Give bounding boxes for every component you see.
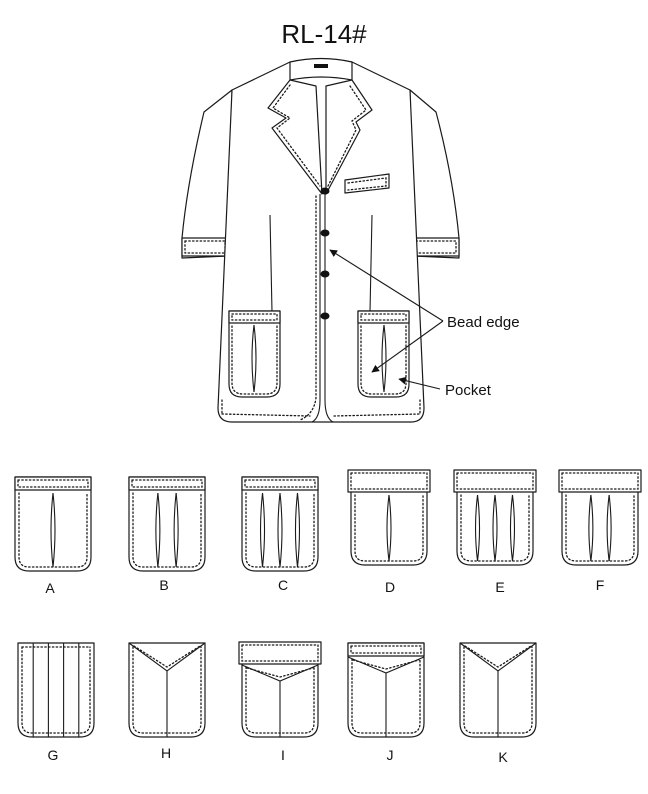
collar <box>289 57 353 81</box>
bead-edge-label: Bead edge <box>447 314 520 331</box>
left-lapel <box>267 79 323 195</box>
pocket-style-k: K <box>459 642 537 765</box>
button-4 <box>320 312 330 320</box>
button-2 <box>320 229 330 237</box>
left-sleeve <box>181 89 233 259</box>
pocket-label: Pocket <box>445 382 492 399</box>
pocket-style-d: D <box>347 469 431 595</box>
pocket-style-e: E <box>453 469 537 595</box>
pocket-label-a: A <box>45 580 55 596</box>
callout-lines <box>329 249 444 390</box>
pocket-style-f: F <box>558 469 642 593</box>
pocket-label-j: J <box>387 747 394 763</box>
pocket-style-a: A <box>14 476 92 596</box>
coat-illustration <box>181 57 460 423</box>
right-pocket <box>357 310 410 398</box>
pocket-label-i: I <box>281 747 285 763</box>
button-3 <box>320 270 330 278</box>
pocket-style-j: J <box>347 642 425 763</box>
left-pocket <box>228 310 281 398</box>
pocket-style-b: B <box>128 476 206 593</box>
pocket-style-g: G <box>17 642 95 763</box>
pocket-style-h: H <box>128 642 206 761</box>
right-sleeve <box>409 89 460 259</box>
button-1 <box>320 187 330 195</box>
pocket-label-k: K <box>498 749 508 765</box>
pocket-label-b: B <box>159 577 168 593</box>
pocket-label-d: D <box>385 579 395 595</box>
pocket-label-g: G <box>48 747 59 763</box>
pocket-label-h: H <box>161 745 171 761</box>
pocket-label-c: C <box>278 577 288 593</box>
pocket-style-c: C <box>241 476 319 593</box>
pocket-label-e: E <box>495 579 504 595</box>
pocket-style-grid: A B C D E F G H I J K <box>14 469 642 765</box>
page-title: RL-14# <box>281 19 367 49</box>
hanger-loop <box>314 64 328 68</box>
pocket-style-i: I <box>238 641 322 763</box>
pocket-label-f: F <box>596 577 605 593</box>
right-lapel <box>325 79 373 195</box>
